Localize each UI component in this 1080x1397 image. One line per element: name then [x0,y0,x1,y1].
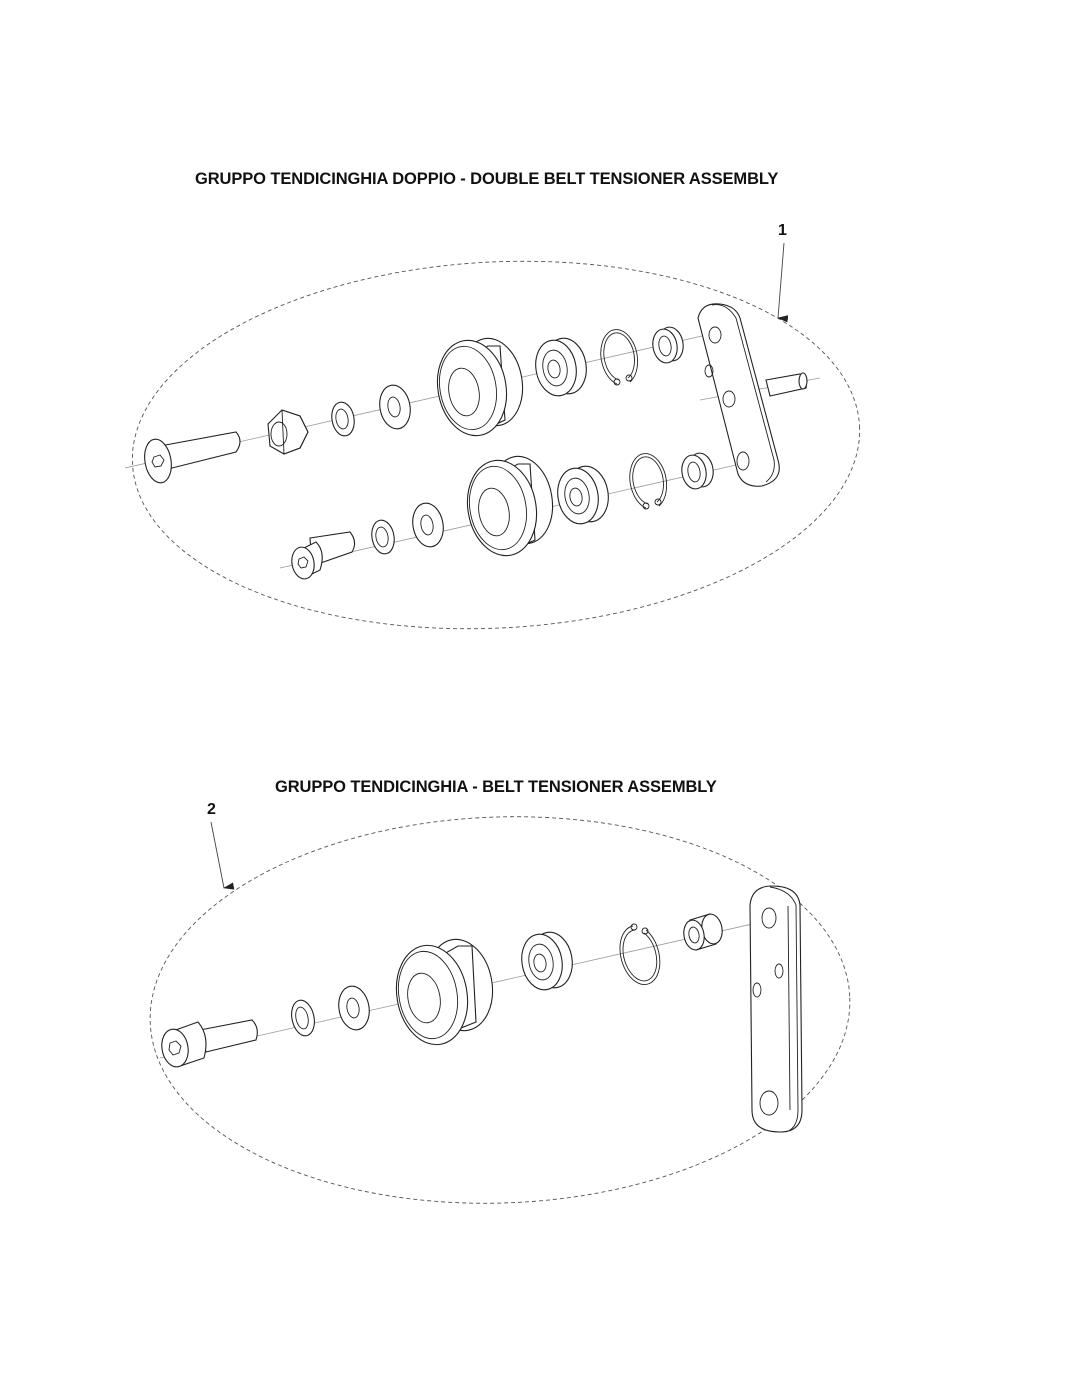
callout-2-leader [210,821,235,890]
flat-washer-icon [412,502,444,548]
socket-head-screw-icon [291,531,356,580]
ball-bearing-icon [535,337,587,397]
assembly-2-boundary [149,816,851,1204]
assembly-1-group [124,242,861,630]
countersunk-screw-icon [144,431,241,484]
circlip-icon [629,453,668,510]
callout-2-label: 2 [207,801,216,818]
socket-head-screw-icon [161,1019,258,1068]
hex-nut-icon [267,409,309,455]
spring-washer-icon [331,401,355,437]
circlip-icon [600,329,639,386]
spacer-icon [652,326,684,364]
spring-washer-icon [371,519,395,555]
tensioner-arm-icon [749,885,803,1133]
spacer-icon [683,913,723,951]
spring-washer-icon [291,999,315,1037]
ball-bearing-icon [557,465,609,525]
pulley-icon [436,337,524,437]
flat-washer-icon [338,985,370,1031]
flat-washer-icon [379,384,411,430]
tensioner-arm-icon [697,303,808,487]
circlip-icon [619,923,661,986]
assembly-1-title: GRUPPO TENDICINGHIA DOPPIO - DOUBLE BELT… [195,170,779,188]
callout-1-label: 1 [778,222,787,239]
spacer-icon [681,452,714,490]
assembly-2-group [149,816,851,1204]
pulley-icon [395,938,494,1046]
ball-bearing-icon [521,931,573,991]
pulley-icon [466,455,554,557]
callout-1-leader [777,242,789,323]
assembly-2-title: GRUPPO TENDICINGHIA - BELT TENSIONER ASS… [275,778,717,796]
assembly-1-boundary [131,260,861,630]
